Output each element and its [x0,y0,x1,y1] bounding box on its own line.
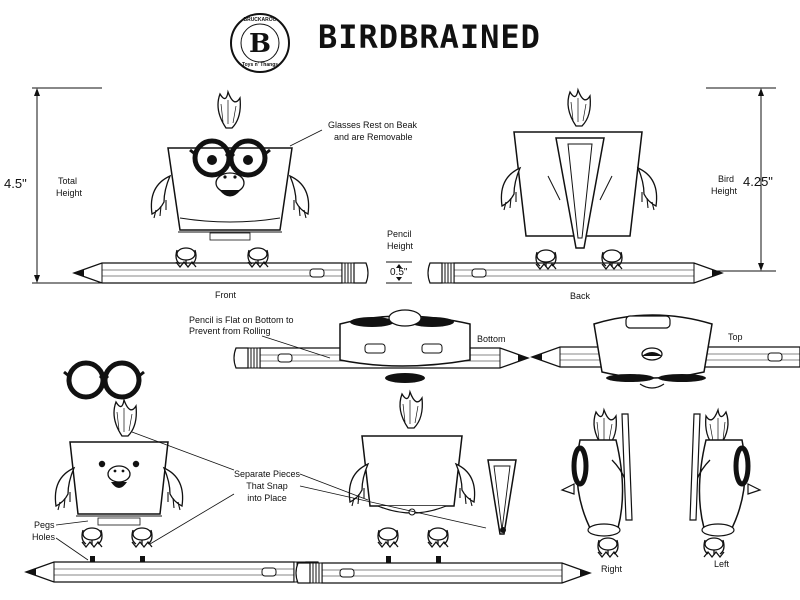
glasses-leader [289,129,323,147]
flat-bottom-leader [261,335,331,359]
view-label-left: Left [714,559,730,569]
pegs-label: Pegs [34,520,55,530]
pencil-height-line2: Height [387,241,414,251]
logo-letter: B [249,29,271,59]
separate-note-line1: Separate Pieces [234,469,301,479]
brand-logo: B BRUCKAROO Toys n' Thangs [229,12,291,74]
bird-back-view [427,89,723,284]
view-label-top: Top [728,332,743,342]
view-label-right: Right [601,564,623,574]
bird-height-value: 4.25" [743,174,773,189]
bird-right-view [560,409,633,558]
total-height-line1: Total [58,176,78,186]
separate-pieces-leaders [131,431,487,545]
bird-bottom-view [233,309,529,383]
separate-note-line3: into Place [247,493,287,503]
holes-label: Holes [32,532,56,542]
total-height-value: 4.5" [4,176,27,191]
pencil-height-value: 0.5" [390,267,408,278]
logo-brand: BRUCKAROO [243,17,277,23]
b-badge-logo-icon: B [230,13,290,73]
page-title: BIRDBRAINED [318,18,541,56]
pegs-leader [55,520,89,526]
logo-tagline: Toys n' Thangs [241,62,279,68]
bird-left-view [689,409,762,558]
holes-leader [55,537,89,561]
glasses-note-line1: Glasses Rest on Beak [328,120,418,130]
total-height-line2: Height [56,188,83,198]
exploded-front-view [25,363,321,583]
bird-height-line2: Height [711,186,738,196]
flat-note-line2: Prevent from Rolling [189,326,271,336]
exploded-back-view [295,391,591,584]
bird-height-line1: Bird [718,174,735,184]
bird-top-view [531,314,800,389]
total-height-dimension [32,87,102,284]
glasses-note-line2: and are Removable [334,132,413,142]
bird-front-view [73,91,369,284]
view-label-back: Back [570,291,591,301]
flat-note-line1: Pencil is Flat on Bottom to [189,315,294,325]
pencil-height-indicator [386,261,412,284]
view-label-bottom: Bottom [477,334,506,344]
view-label-front: Front [215,290,237,300]
separate-note-line2: That Snap [246,481,288,491]
pencil-height-line1: Pencil [387,229,412,239]
